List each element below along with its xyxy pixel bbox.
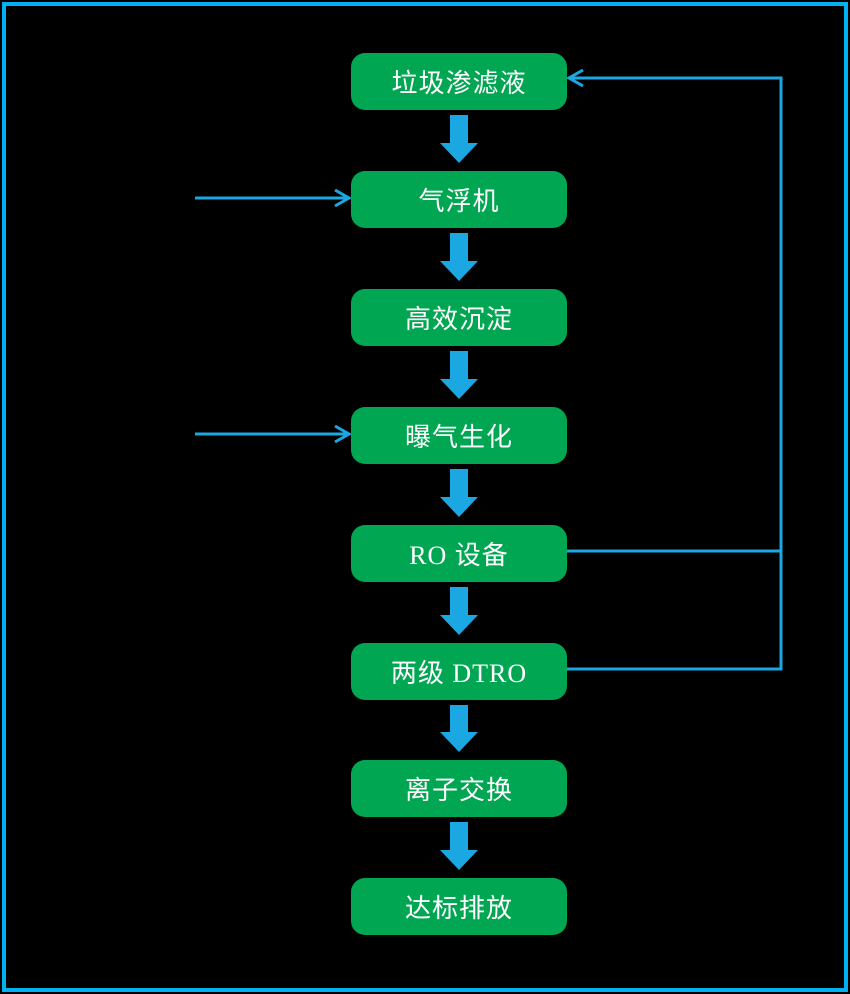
- node-ro-equipment: RO 设备: [351, 525, 567, 582]
- down-arrow-leachate-to-air-flotation: [440, 115, 478, 163]
- node-two-stage-dtro: 两级 DTRO: [351, 643, 567, 700]
- node-label-air-flotation: 气浮机: [418, 187, 500, 216]
- node-label-ion-exchange: 离子交换: [404, 776, 513, 805]
- node-label-leachate: 垃圾渗滤液: [391, 69, 527, 98]
- down-arrow-sedimentation-to-aeration: [440, 351, 478, 399]
- node-high-efficiency-sedimentation: 高效沉淀: [351, 289, 567, 346]
- node-label-ro-equipment: RO 设备: [409, 541, 509, 570]
- node-air-flotation: 气浮机: [351, 171, 567, 228]
- inflow-arrowhead-aeration: [334, 424, 353, 444]
- node-compliant-discharge: 达标排放: [351, 878, 567, 935]
- node-aeration-biochemical: 曝气生化: [351, 407, 567, 464]
- inflow-arrowhead-air-flotation: [334, 188, 353, 208]
- down-arrow-ion-exchange-to-discharge: [440, 822, 478, 870]
- node-label-two-stage-dtro: 两级 DTRO: [390, 659, 528, 688]
- node-label-aeration-biochemical: 曝气生化: [404, 423, 513, 452]
- down-arrow-ro-to-dtro: [440, 587, 478, 635]
- recycle-arrowhead-leachate: [565, 68, 584, 88]
- node-ion-exchange: 离子交换: [351, 760, 567, 817]
- node-label-high-efficiency-sedimentation: 高效沉淀: [404, 305, 513, 334]
- down-arrow-dtro-to-ion-exchange: [440, 705, 478, 752]
- node-label-compliant-discharge: 达标排放: [404, 894, 513, 923]
- node-leachate: 垃圾渗滤液: [351, 53, 567, 110]
- down-arrow-air-flotation-to-sedimentation: [440, 233, 478, 281]
- down-arrow-aeration-to-ro: [440, 469, 478, 517]
- recycle-loop-dtro-to-leachate: [567, 76, 783, 671]
